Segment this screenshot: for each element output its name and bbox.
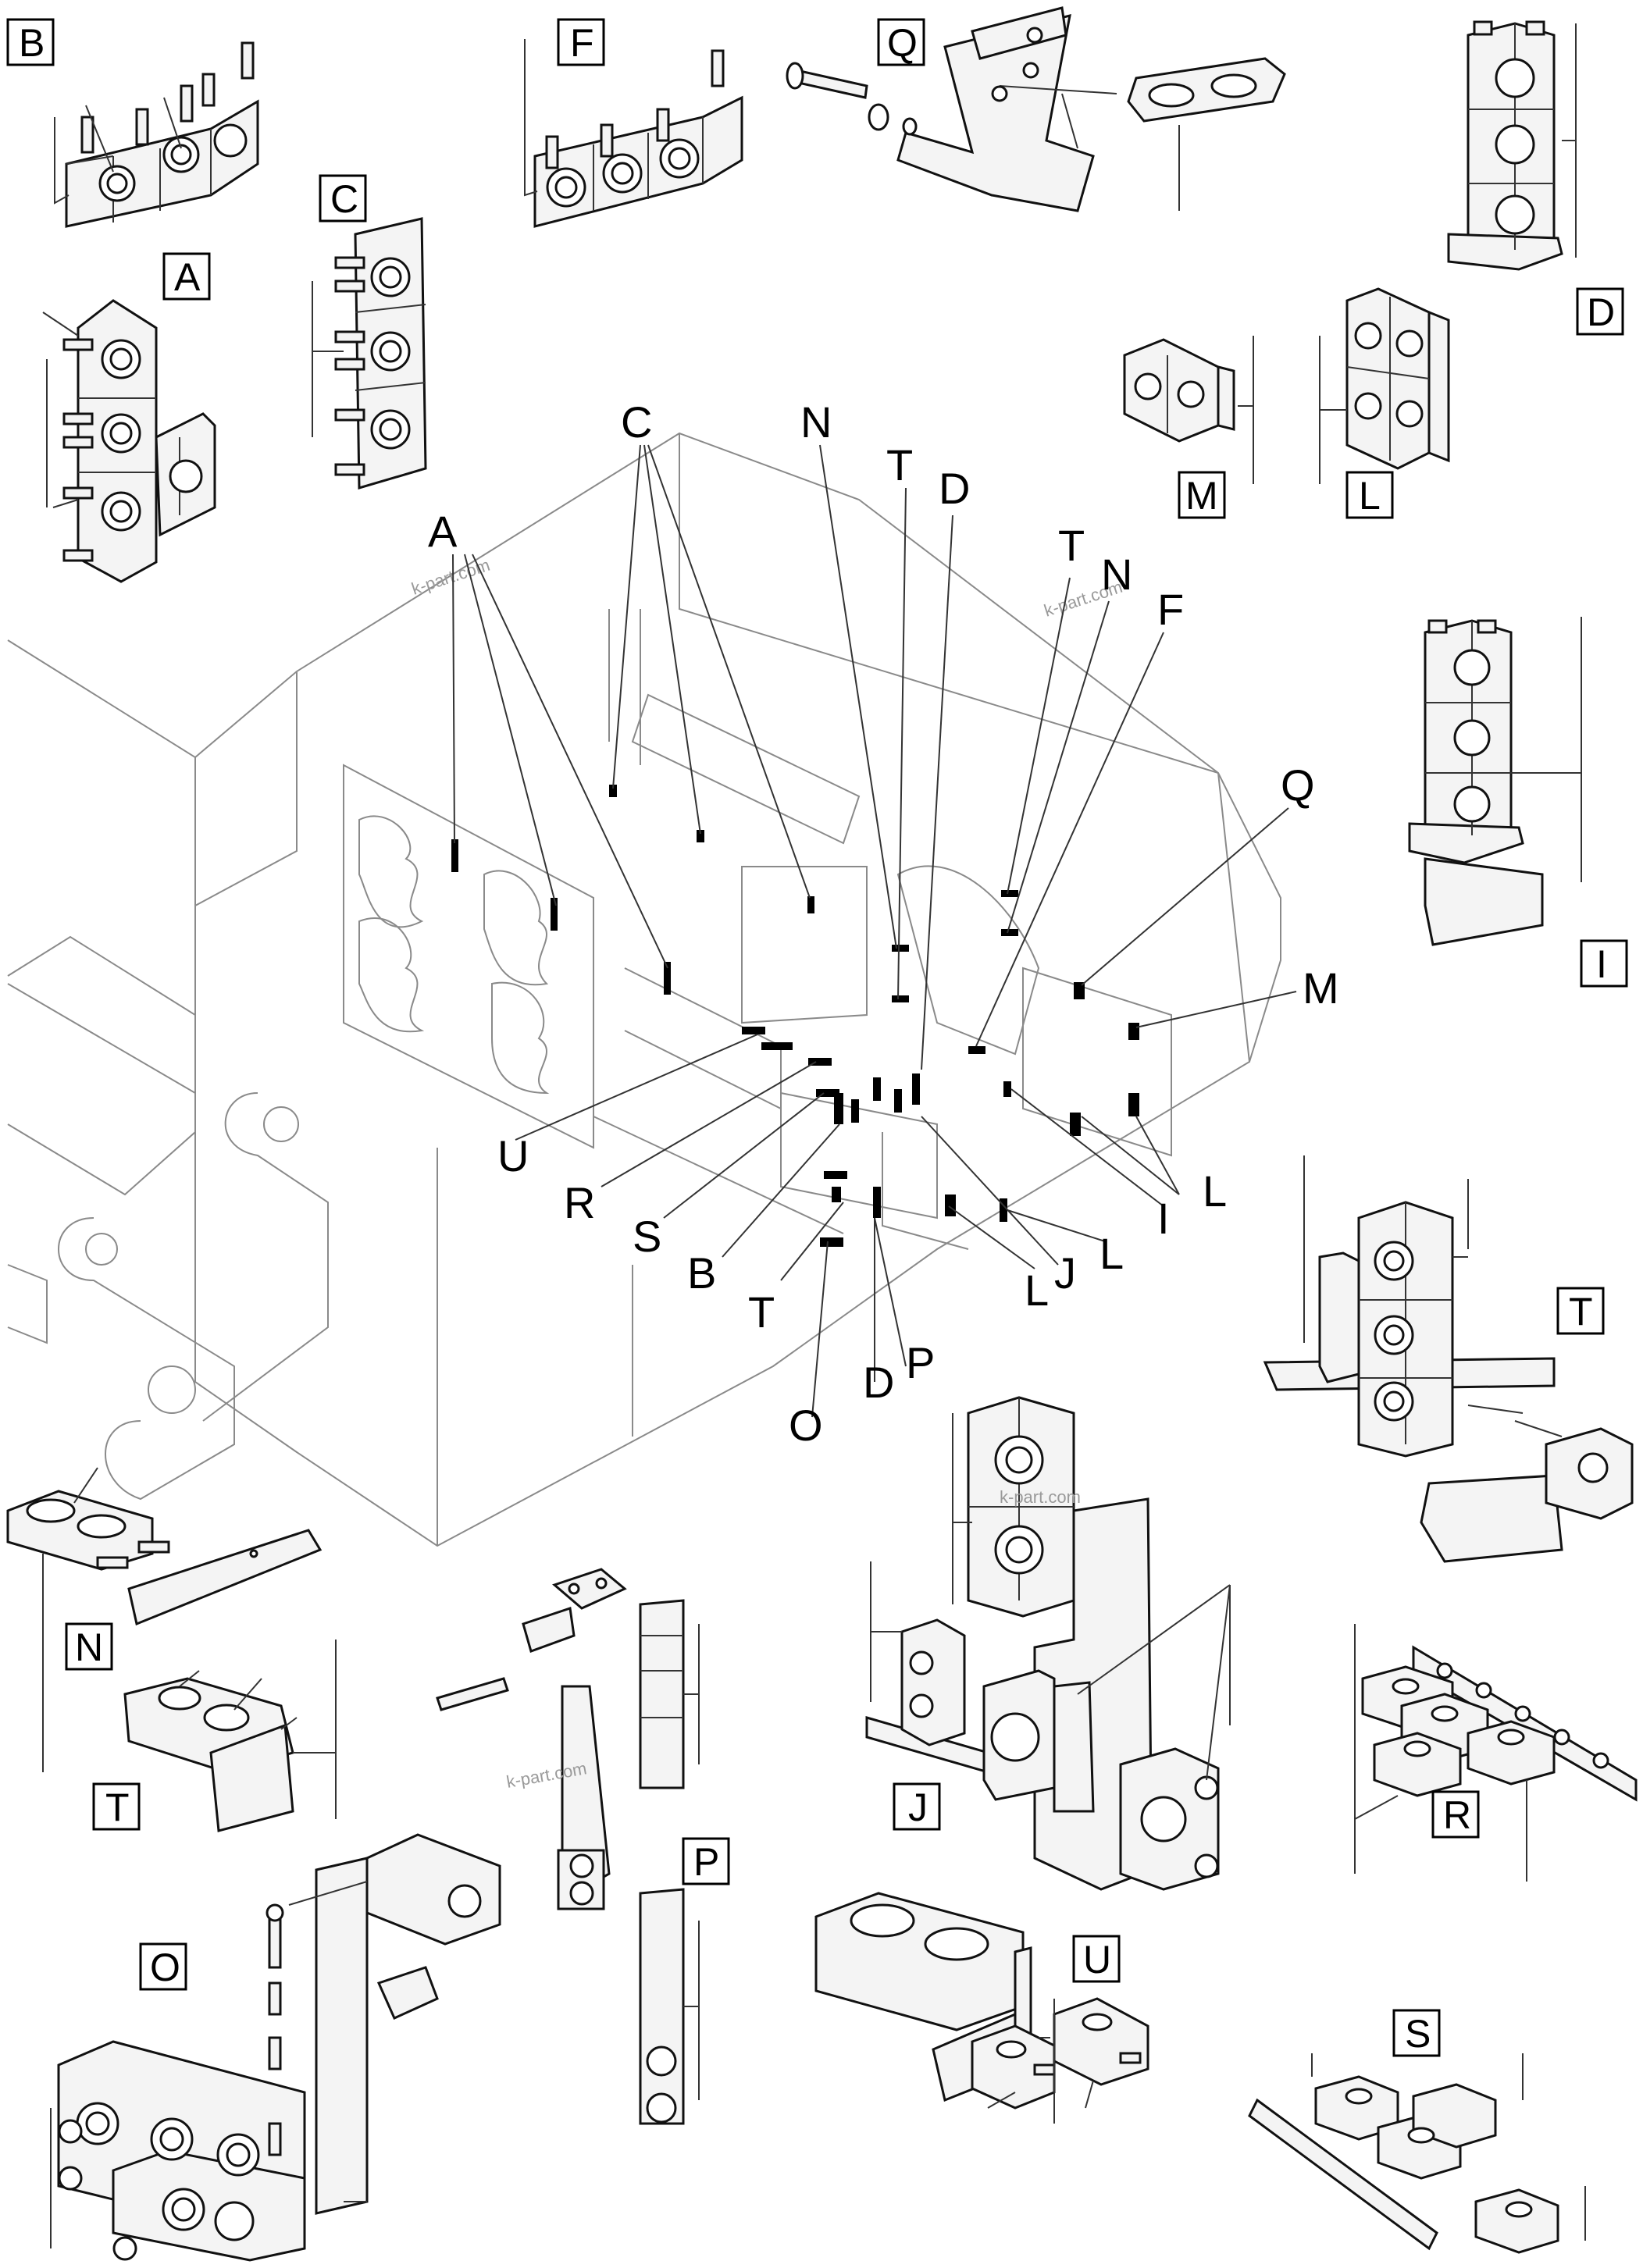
label-box-c [319, 174, 367, 223]
label-box-p [682, 1837, 730, 1885]
callout-o: O [789, 1401, 823, 1450]
label-box-t [1556, 1287, 1605, 1335]
label-box-m [1178, 471, 1226, 519]
detail-n-clamp [6, 1467, 323, 1772]
detail-l-clamp [1319, 287, 1450, 484]
label-box-o [139, 1942, 187, 1991]
detail-o-bracket [50, 1833, 501, 2262]
watermark-text: k-part.com [1000, 1487, 1081, 1507]
label-box-j [893, 1782, 941, 1831]
label-box-q [877, 18, 925, 66]
label-box-i [1580, 939, 1628, 988]
callout-p: P [906, 1338, 935, 1387]
label-c: C [330, 177, 358, 221]
callout-a: A [428, 507, 458, 556]
callout-d: D [863, 1358, 894, 1407]
detail-f-clamp [524, 39, 743, 228]
detail-s-clamp [1248, 2053, 1586, 2254]
callout-l: L [1203, 1166, 1227, 1216]
callout-d: D [939, 464, 970, 513]
label-i: I [1596, 942, 1607, 986]
callout-n: N [1101, 550, 1132, 599]
detail-j-clamp: k-part.com [865, 1396, 1231, 1891]
clamp-position-markers [451, 785, 1139, 1247]
detail-a-clamp [42, 299, 216, 583]
machine-body-outline: k-part.com k-part.com [7, 432, 1281, 1547]
label-box-b [6, 18, 55, 66]
label-a: A [174, 255, 201, 299]
label-s: S [1405, 2012, 1431, 2056]
label-f: F [570, 21, 594, 65]
callout-t: T [1058, 521, 1085, 570]
detail-p-bracket: k-part.com [436, 1568, 700, 2125]
callout-l: L [1099, 1229, 1124, 1278]
callout-f: F [1157, 585, 1184, 634]
label-j: J [908, 1786, 928, 1829]
detail-b-clamp [54, 41, 259, 228]
detail-t-clamp-left [123, 1640, 337, 1832]
callout-n: N [800, 397, 832, 447]
detail-m-clamp [1123, 336, 1254, 484]
label-box-s [1392, 2009, 1441, 2057]
label-d: D [1587, 290, 1615, 334]
detail-u-clamp [814, 1892, 1149, 2124]
label-box-n [65, 1622, 113, 1671]
label-q: Q [887, 21, 918, 65]
callout-c: C [621, 397, 652, 447]
callout-b: B [687, 1248, 716, 1298]
watermark-text: k-part.com [409, 555, 493, 599]
label-n: N [75, 1625, 103, 1669]
label-u: U [1083, 1938, 1111, 1981]
label-box-t [92, 1782, 141, 1831]
label-box-d [1576, 287, 1624, 336]
callout-m: M [1303, 963, 1339, 1013]
detail-q-bracket [786, 6, 1286, 212]
callout-u: U [497, 1131, 529, 1180]
label-box-l [1345, 471, 1394, 519]
label-p: P [693, 1840, 719, 1884]
leader-lines [452, 444, 1297, 1418]
callout-s: S [633, 1212, 661, 1261]
callout-j: J [1054, 1248, 1076, 1298]
label-box-r [1431, 1790, 1480, 1839]
detail-c-clamp [312, 217, 427, 490]
callout-t: T [748, 1287, 775, 1337]
label-box-a [162, 252, 211, 301]
callout-i: I [1157, 1194, 1170, 1243]
callout-l: L [1025, 1266, 1049, 1315]
label-t: T [105, 1786, 130, 1829]
detail-i-clamp [1408, 617, 1582, 946]
label-l: L [1359, 474, 1381, 518]
label-box-u [1072, 1935, 1121, 1983]
callout-r: R [564, 1178, 595, 1227]
callout-t: T [886, 440, 913, 490]
callout-q: Q [1281, 760, 1315, 810]
label-box-f [557, 18, 605, 66]
detail-r-clamp [1354, 1624, 1638, 1882]
label-o: O [150, 1946, 180, 1989]
callout-letters: A C N T D T N F Q M U R S B T O D P L J … [428, 397, 1339, 1450]
label-b: B [19, 21, 45, 65]
label-t: T [1569, 1290, 1593, 1333]
label-m: M [1185, 474, 1218, 518]
label-r: R [1443, 1793, 1471, 1837]
detail-d-clamp [1447, 20, 1577, 271]
detail-t-clamp-right [1263, 1155, 1634, 1563]
